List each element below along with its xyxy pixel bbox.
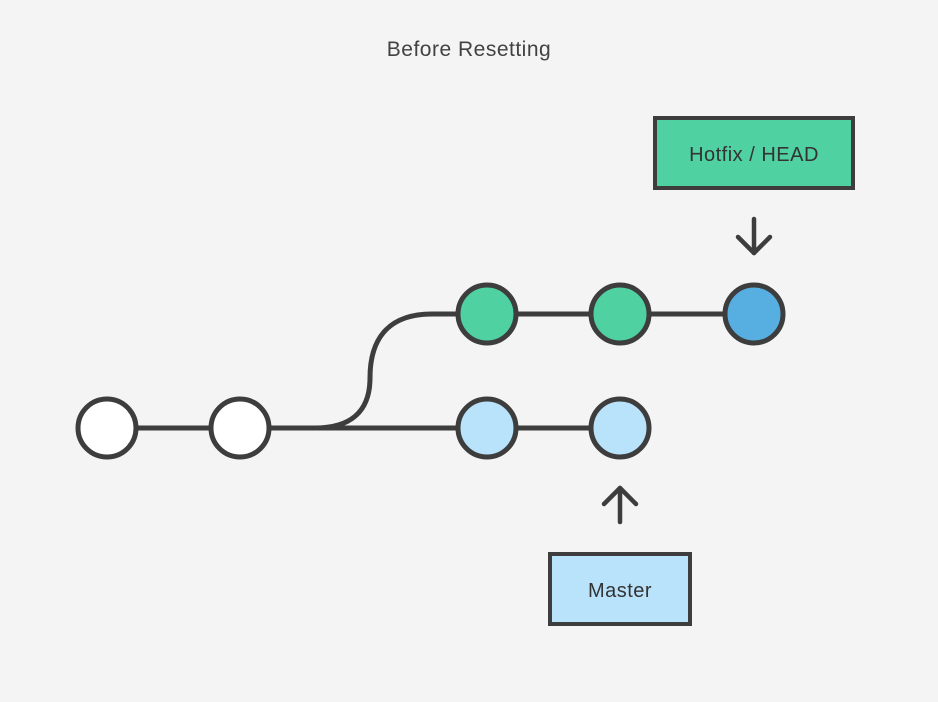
commit-master-2 xyxy=(588,396,652,460)
diagram-title: Before Resetting xyxy=(386,38,552,61)
commit-hotfix-2 xyxy=(588,282,652,346)
commit-base-1 xyxy=(75,396,139,460)
line-branch-curve xyxy=(312,311,490,431)
commit-master-1 xyxy=(455,396,519,460)
master-label-text: Master xyxy=(588,580,652,602)
hotfix-head-label: Hotfix / HEAD xyxy=(653,116,855,190)
commit-hotfix-1 xyxy=(455,282,519,346)
arrow-up-icon xyxy=(601,485,639,525)
arrow-down-icon xyxy=(735,216,773,256)
hotfix-head-label-text: Hotfix / HEAD xyxy=(689,144,819,166)
master-label: Master xyxy=(548,552,692,626)
commit-head xyxy=(722,282,786,346)
commit-base-2 xyxy=(208,396,272,460)
